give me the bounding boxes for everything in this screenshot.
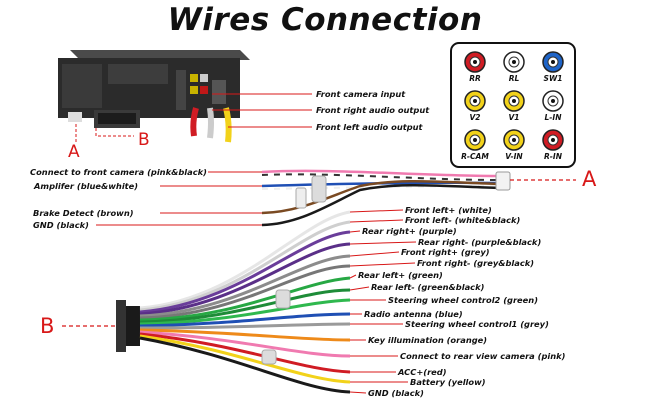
rca-jack-icon	[542, 90, 564, 112]
rca-port-v2: V2	[456, 89, 494, 122]
rca-port-v1: V1	[495, 89, 533, 122]
rca-port-l-in: L-IN	[534, 89, 572, 122]
rca-jack-icon	[464, 90, 486, 112]
label-rear-left-minus: Rear left- (green&black)	[371, 282, 485, 292]
rca-port-label: V-IN	[505, 152, 523, 161]
label-rear-right-minus: Rear right- (purple&black)	[418, 237, 542, 247]
rca-jack-icon	[503, 90, 525, 112]
label-front-camera-wire: Connect to front camera (pink&black)	[30, 167, 207, 177]
label-front-camera-input: Front camera input	[316, 89, 406, 99]
rca-port-rr: RR	[456, 50, 494, 83]
label-key-illumination: Key illumination (orange)	[368, 335, 488, 345]
connector-a-callout: A	[582, 167, 597, 191]
label-front-right-plus: Front right+ (grey)	[401, 247, 490, 257]
rca-jack-icon	[542, 51, 564, 73]
label-front-right-minus: Front right- (grey&black)	[417, 258, 535, 268]
rca-port-label: V2	[469, 113, 481, 122]
unit-callout-a: A	[68, 142, 80, 162]
label-gnd-top: GND (black)	[33, 220, 89, 230]
rca-port-r-in: R-IN	[534, 128, 572, 161]
rca-port-label: RL	[508, 74, 520, 83]
rca-jack-icon	[503, 51, 525, 73]
label-battery: Battery (yellow)	[410, 377, 486, 387]
rca-port-label: RR	[469, 74, 481, 83]
label-amplifier: Amplifer (blue&white)	[34, 181, 139, 191]
rca-port-label: SW1	[543, 74, 563, 83]
label-brake-detect: Brake Detect (brown)	[33, 208, 134, 218]
label-front-left-plus: Front left+ (white)	[405, 205, 492, 215]
rca-jack-icon	[464, 51, 486, 73]
rca-port-label: L-IN	[544, 113, 562, 122]
label-radio-antenna: Radio antenna (blue)	[364, 309, 463, 319]
label-front-right-audio-output: Front right audio output	[316, 105, 430, 115]
rca-port-rl: RL	[495, 50, 533, 83]
label-rear-right-plus: Rear right+ (purple)	[362, 226, 457, 236]
right-leaders	[349, 209, 417, 394]
label-acc-plus: ACC+(red)	[398, 367, 447, 377]
label-front-left-minus: Front left- (white&black)	[405, 215, 521, 225]
rca-jack-icon	[503, 129, 525, 151]
rca-port-label: R-CAM	[461, 152, 489, 161]
connector-b-callout: B	[40, 314, 55, 338]
label-steering-wheel-control1: Steering wheel control1 (grey)	[405, 319, 549, 329]
page-title: Wires Connection	[167, 2, 483, 38]
rca-jack-icon	[464, 129, 486, 151]
callout-b-leader	[95, 128, 134, 137]
rca-jack-icon	[542, 129, 564, 151]
connector-a-harness	[261, 169, 511, 227]
unit-callout-b: B	[138, 130, 150, 150]
rca-port-label: V1	[508, 113, 520, 122]
label-rear-left-plus: Rear left+ (green)	[358, 270, 443, 280]
label-gnd-bottom: GND (black)	[368, 388, 424, 398]
label-front-left-audio-output: Front left audio output	[316, 122, 423, 132]
head-unit	[58, 50, 250, 143]
rca-port-label: R-IN	[544, 152, 562, 161]
rca-port-v-in: V-IN	[495, 128, 533, 161]
label-rear-view-camera: Connect to rear view camera (pink)	[400, 351, 566, 361]
label-steering-wheel-control2: Steering wheel control2 (green)	[388, 295, 538, 305]
connector-b-harness	[116, 210, 351, 394]
rca-port-r-cam: R-CAM	[456, 128, 494, 161]
rca-port-sw1: SW1	[534, 50, 572, 83]
